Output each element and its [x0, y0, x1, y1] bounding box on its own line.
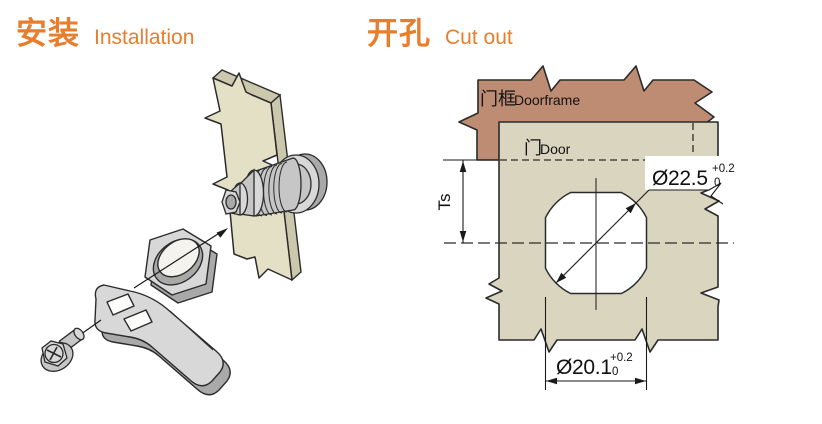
hole-diameter-tol-upper: +0.2	[712, 163, 735, 175]
cutout-title-en: Cut out	[445, 26, 513, 49]
doorframe-label-en: Doorframe	[514, 92, 580, 108]
cam-window-1	[106, 293, 135, 316]
installation-title-en: Installation	[94, 26, 195, 49]
dimension-flat-width	[544, 297, 648, 390]
phillips-cross-icon	[46, 346, 62, 361]
cutout-header: 开孔 Cut out	[367, 8, 513, 53]
installation-title-zh: 安装	[16, 16, 80, 51]
ts-label: Ts	[435, 194, 454, 211]
dimension-ts	[443, 159, 498, 243]
flat-width-tol-upper: +0.2	[610, 352, 633, 364]
cam-lock-body	[221, 153, 328, 217]
installation-exploded-diagram	[40, 69, 328, 396]
cam	[94, 284, 231, 396]
cam-window-2	[123, 309, 153, 332]
hole-diameter-value: Ø22.5	[652, 167, 708, 190]
flat-width-value: Ø20.1	[556, 356, 612, 379]
door-label-en: Door	[540, 141, 571, 157]
flat-width-tol-lower: 0	[612, 366, 618, 378]
doorframe-label-zh: 门框	[480, 89, 516, 109]
axis-arrowhead	[216, 228, 228, 238]
cutout-dimension-diagram: Ts Ø22.5 +0.2 0 Ø20.1 +0.2 0 门框 Doorfram…	[435, 65, 745, 390]
hex-nut	[144, 228, 218, 304]
cutout-title-zh: 开孔	[367, 16, 431, 51]
door-label-zh: 门	[524, 138, 542, 158]
flange-screw	[40, 327, 85, 372]
hole-diameter-tol-lower: 0	[714, 177, 720, 189]
dim-text-mask	[645, 156, 745, 190]
installation-header: 安装 Installation	[16, 8, 194, 53]
dimension-hole-diameter	[555, 182, 724, 284]
